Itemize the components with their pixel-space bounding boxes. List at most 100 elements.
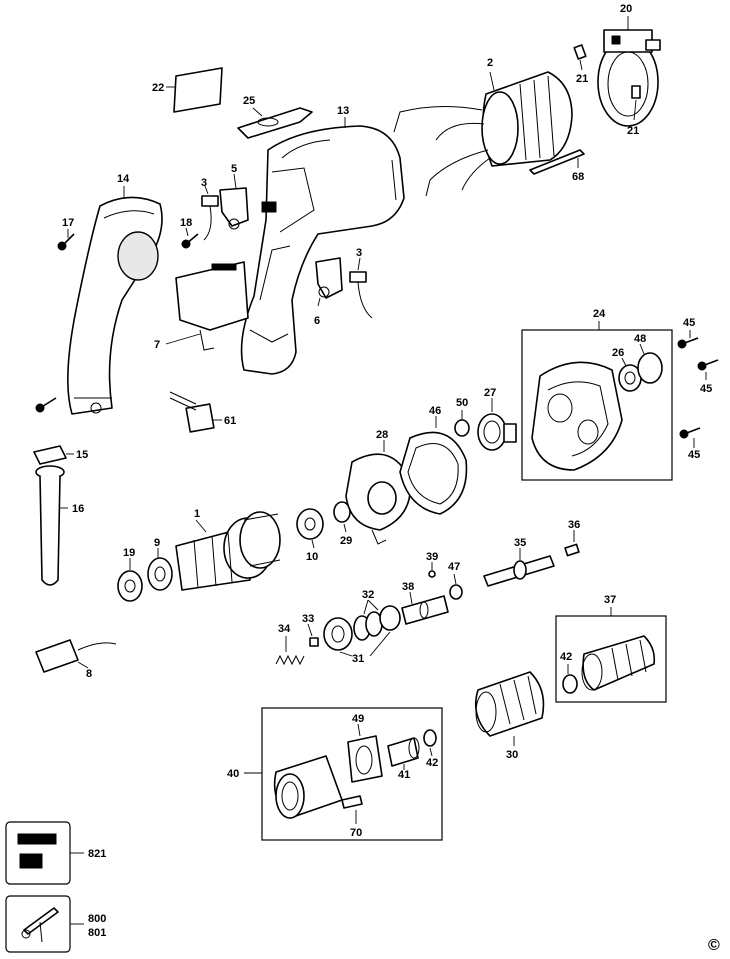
- part-46-gasket: [399, 416, 468, 515]
- part-14-handle-cover: [67, 186, 163, 415]
- part-42-ring-upper: [562, 664, 578, 694]
- label-48: 48: [634, 333, 646, 345]
- part-39-ball: [428, 562, 436, 578]
- part-27-gear: [477, 398, 517, 451]
- part-15-cord-clamp: [33, 445, 74, 465]
- label-31: 31: [352, 653, 364, 665]
- part-30-depth-locator: [474, 671, 545, 746]
- label-15: 15: [76, 449, 88, 461]
- part-34-spring: [275, 636, 305, 666]
- part-49-clutch-sleeve: [347, 723, 383, 783]
- part-7-switch: [165, 261, 249, 351]
- label-25: 25: [243, 95, 255, 107]
- part-821-nameplate-box: [5, 821, 84, 885]
- label-70: 70: [350, 827, 362, 839]
- label-45a: 45: [683, 317, 695, 329]
- part-24-gearcase-group: [521, 321, 673, 481]
- part-16-cord-protector: [35, 465, 68, 586]
- part-2-field-coil: [393, 71, 573, 197]
- label-8: 8: [86, 668, 92, 680]
- label-46: 46: [429, 405, 441, 417]
- label-45c: 45: [688, 449, 700, 461]
- part-17-screw: [57, 229, 75, 251]
- part-40-depth-group: [244, 707, 443, 841]
- part-21-screw-upper: [573, 44, 587, 71]
- label-47: 47: [448, 561, 460, 573]
- part-68-bit: [529, 149, 585, 175]
- label-800: 800: [88, 913, 106, 925]
- label-24: 24: [593, 308, 606, 320]
- part-19-washer: [117, 558, 143, 602]
- label-2: 2: [487, 57, 493, 69]
- part-6-brush-holder: [315, 257, 343, 307]
- part-20-brush-holder: [597, 16, 661, 127]
- label-18: 18: [180, 217, 192, 229]
- label-35: 35: [514, 537, 526, 549]
- part-35-spindle: [483, 548, 555, 587]
- label-1: 1: [194, 508, 200, 520]
- label-40: 40: [227, 768, 239, 780]
- part-45-screw-b: [697, 359, 719, 380]
- label-3a: 3: [201, 177, 207, 189]
- part-5-brush-holder: [219, 173, 249, 230]
- part-22-label-sheet: [166, 67, 223, 113]
- label-37: 37: [604, 594, 616, 606]
- label-22: 22: [152, 82, 164, 94]
- part-61-capacitor: [169, 391, 222, 433]
- part-26-bearing: [618, 357, 642, 392]
- label-26: 26: [612, 347, 624, 359]
- label-3b: 3: [356, 247, 362, 259]
- part-31-clutch-nut: [323, 605, 401, 657]
- label-30: 30: [506, 749, 518, 761]
- part-1-armature: [175, 511, 281, 591]
- part-18-screw: [181, 227, 199, 249]
- part-9-bearing: [147, 548, 173, 591]
- label-16: 16: [72, 503, 84, 515]
- label-27: 27: [484, 387, 496, 399]
- label-17: 17: [62, 217, 74, 229]
- label-68: 68: [572, 171, 584, 183]
- label-7: 7: [154, 339, 160, 351]
- label-42a: 42: [560, 651, 572, 663]
- part-28-bearing-plate: [345, 440, 412, 545]
- label-20: 20: [620, 3, 632, 15]
- label-32: 32: [362, 589, 374, 601]
- part-17-screw-lower: [35, 397, 57, 413]
- part-33-pin: [307, 623, 319, 647]
- part-3-brush-lower: [349, 257, 373, 319]
- label-21a: 21: [576, 73, 588, 85]
- part-29-washer: [333, 501, 351, 533]
- part-45-screw-c: [679, 427, 701, 448]
- label-45b: 45: [700, 383, 712, 395]
- part-47-nut: [449, 573, 463, 600]
- part-number-labels: 1 2 3 3 5 6 7 8 9 10 13 14 15 16 17 18 1…: [62, 3, 720, 954]
- label-50: 50: [456, 397, 468, 409]
- label-14: 14: [117, 173, 130, 185]
- label-6: 6: [314, 315, 320, 327]
- label-821: 821: [88, 848, 106, 860]
- part-25-belt-clip: [237, 107, 313, 139]
- part-10-bearing: [296, 508, 324, 549]
- label-36: 36: [568, 519, 580, 531]
- part-48-retaining-ring: [637, 343, 663, 384]
- part-13-motor-housing: [240, 117, 405, 375]
- label-61: 61: [224, 415, 236, 427]
- label-49: 49: [352, 713, 364, 725]
- part-42-ring-lower: [423, 729, 437, 757]
- label-42b: 42: [426, 757, 438, 769]
- label-13: 13: [337, 105, 349, 117]
- part-70-tab: [341, 795, 363, 824]
- label-33: 33: [302, 613, 314, 625]
- label-9: 9: [154, 537, 160, 549]
- part-38-clutch-shaft: [401, 591, 449, 625]
- part-32-spring-washers: [353, 599, 383, 641]
- part-8-cord: [35, 639, 117, 673]
- label-34: 34: [278, 623, 291, 635]
- label-21b: 21: [627, 125, 639, 137]
- label-38: 38: [402, 581, 414, 593]
- part-21-screw-lower: [631, 85, 641, 121]
- label-29: 29: [340, 535, 352, 547]
- label-19: 19: [123, 547, 135, 559]
- copyright-symbol: ©: [708, 937, 720, 954]
